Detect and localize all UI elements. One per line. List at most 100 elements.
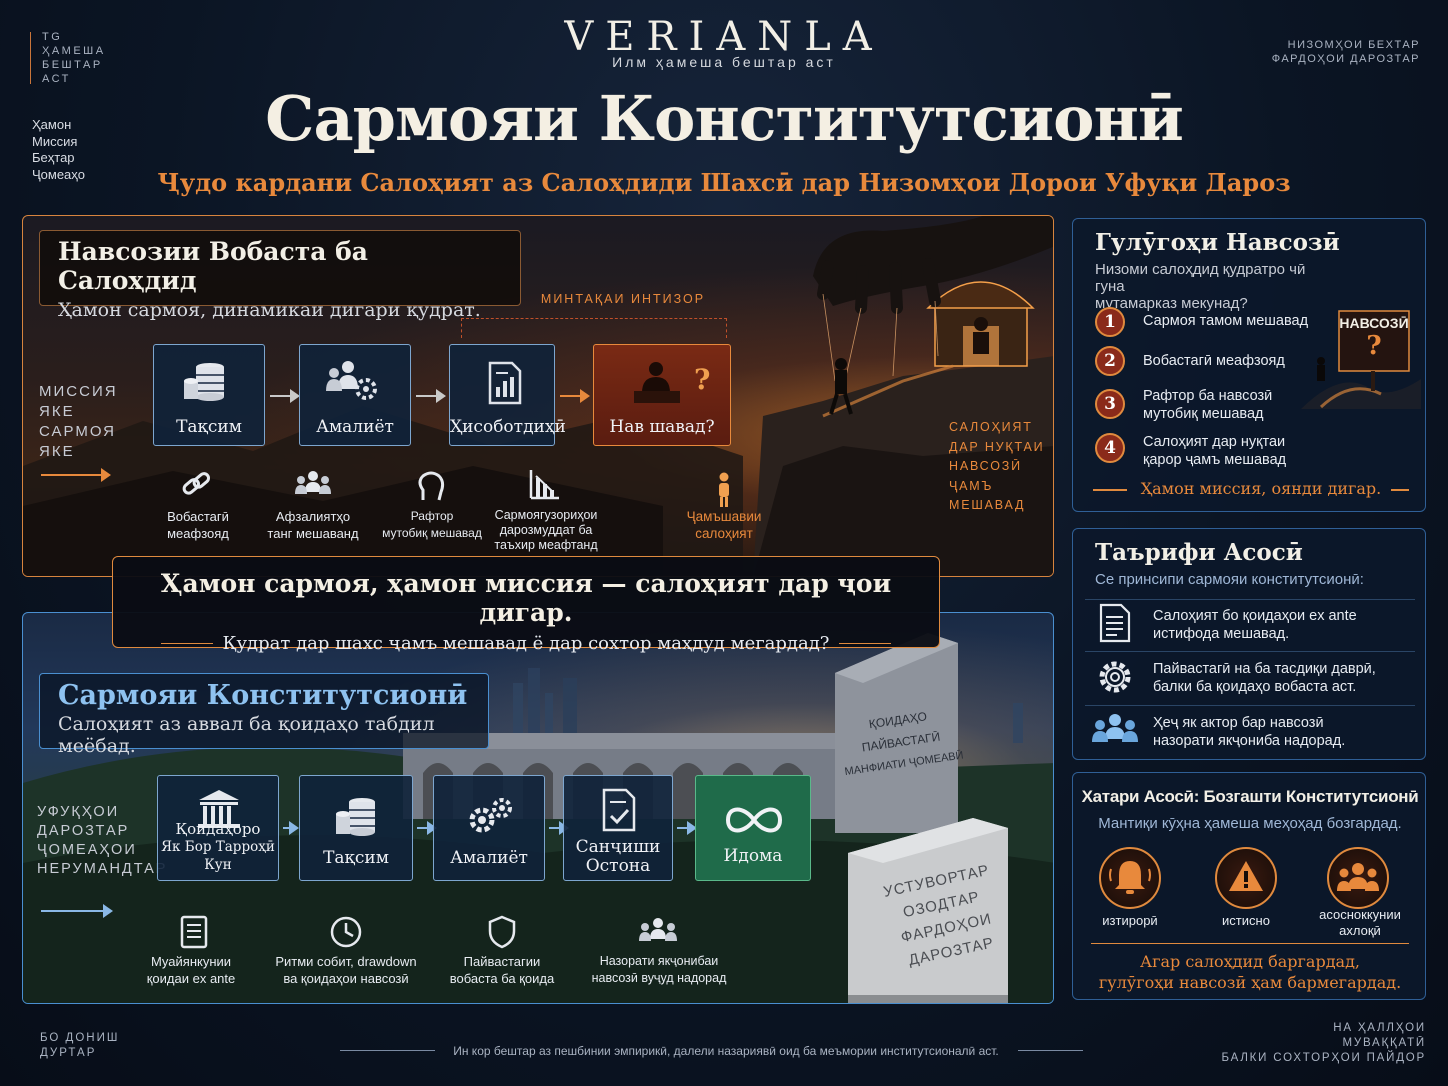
side-word: УФУҚҲОИ [37, 804, 120, 820]
item-line: Вобастагӣ меафзояд [1143, 353, 1285, 369]
step-label: Қоидаҳоро Як Бор Тарроҳӣ Кун [158, 820, 278, 874]
side-word: МИССИЯ [39, 383, 118, 400]
step-allocate: Тақсим [299, 775, 413, 881]
bridge-banner: Ҳамон сармоя, ҳамон миссия — салоҳият да… [112, 556, 940, 654]
corner-tag-top-right: НИЗОМҲОИ БЕХТАР ФАРДОҲОИ ДАРОЗТАР [1200, 38, 1420, 66]
footer-line: Агар салоҳдид баргардад, [1139, 952, 1361, 971]
constitutional-panel: Сармояи Конститутсионӣ Салоҳият аз аввал… [22, 612, 1054, 1004]
side-word: ЯКЕ [39, 443, 75, 460]
caption-line: Рафтор [410, 509, 454, 523]
step-label: Тақсим [176, 417, 242, 437]
gear-icon [1099, 661, 1131, 693]
side-arrow-icon [41, 904, 113, 918]
bridge-main-text: Ҳамон сармоя, ҳамон миссия — салоҳият да… [160, 569, 892, 627]
head-profile-icon [418, 471, 445, 501]
renewal-bottleneck-panel: Гулӯгоҳи Навсозӣ Низоми салоҳдид қудратр… [1072, 218, 1426, 512]
item-line: қарор ҷамъ мешавад [1143, 452, 1287, 468]
scene-annotation: САЛОҲИЯТ ДАР НУҚТАИ НАВСОЗӢ ҶАМЪ МЕШАВАД [949, 418, 1053, 516]
item-line: назорати якҷониба надорад. [1153, 733, 1346, 749]
icon-caption: Назорати якҷонибаи навсозӣ вуҷуд надорад [581, 953, 737, 987]
constitutional-title-box: Сармояи Конститутсионӣ Салоҳият аз аввал… [39, 673, 489, 757]
label-line: изтирорӣ [1102, 913, 1158, 928]
corner-line: НА ҲАЛЛҲОИ [1333, 1022, 1426, 1034]
bridge-rule-left [160, 642, 213, 645]
annotation-line: ҶАМЪ МЕШАВАД [949, 478, 1026, 513]
trap-item: Вобастагӣ меафзояд [1143, 352, 1285, 370]
infinity-icon [725, 807, 783, 833]
caption-line: дарозмуддат ба [499, 523, 593, 537]
footer-line-left [340, 1050, 435, 1051]
step-label-line: Қоидаҳоро [175, 820, 261, 838]
corner-line: БО ДОНИШ [40, 1032, 120, 1044]
corner-word: Миссия [32, 133, 78, 149]
clock-icon [330, 916, 362, 948]
caption-line: қоидаи ex ante [146, 971, 236, 986]
step-label: Амалиёт [450, 848, 528, 868]
checklist-icon [602, 788, 636, 832]
panel-subtitle: Салоҳият аз аввал ба қоидаҳо табдил меёб… [58, 713, 435, 757]
risk-footer: Агар салоҳдид баргардад, гулӯгоҳи навсоз… [1073, 951, 1427, 993]
panel-title: Навсозии Вобаста ба Салоҳдид [58, 237, 368, 295]
label-line: ахлоқӣ [1339, 923, 1381, 938]
step-label: Санҷиши Остона [564, 838, 672, 876]
coins-icon [336, 798, 375, 836]
brand-tagline: Илм ҳамеша бештар аст [612, 54, 836, 70]
divider [1085, 599, 1415, 600]
item-line: Пайвастагӣ на ба тасдиқи даврӣ, [1153, 661, 1376, 677]
page-title: Сармояи Конститутсионӣ [265, 82, 1184, 155]
bridge-rule-right [839, 642, 892, 645]
item-line: балки ба қоидаҳо вобаста аст. [1153, 679, 1357, 695]
definition-item: Ҳеҷ як актор бар навсозӣ назорати якҷони… [1153, 714, 1345, 750]
footer-rule-left [1093, 489, 1127, 491]
corner-word: Ҷомеаҳо [32, 166, 86, 182]
caption-line: вобаста ба қоида [449, 971, 555, 986]
arrow-icon [416, 389, 446, 403]
caption-line: ва қоидаҳои навсозӣ [283, 971, 409, 986]
panel-title: Хатари Асосӣ: Бозгашти Конститутсионӣ [1081, 787, 1419, 806]
step-label: Ҳисоботдиҳӣ [450, 417, 566, 437]
step-label: Нав шавад? [609, 417, 715, 437]
document-icon [1099, 603, 1131, 643]
warning-icon [1229, 861, 1263, 891]
icon-caption: Ритми собит, drawdown ва қоидаҳои навсоз… [261, 953, 431, 987]
waiting-zone-bracket [461, 318, 727, 338]
panel-subtitle: Мантиқи кӯҳна ҳамеша меҳоҳад бозгардад. [1098, 815, 1402, 832]
step-report: Ҳисоботдиҳӣ [449, 344, 566, 446]
caption-line: Афзалиятҳо [275, 509, 351, 524]
icon-caption: Пайвастагии вобаста ба қоида [435, 953, 569, 987]
step-label-line: Остона [585, 856, 651, 876]
icon-caption: Вобастагӣ меафзояд [143, 508, 253, 542]
item-line: Салоҳият бо қоидаҳои ex ante [1153, 608, 1357, 624]
constitutional-reversion-risk-panel: Хатари Асосӣ: Бозгашти Конститутсионӣ Ма… [1072, 772, 1426, 1000]
step-label: Амалиёт [316, 417, 394, 437]
corner-line: ҲАМЕША [42, 45, 106, 57]
icon-caption: Муайянкунии қоидаи ex ante [131, 953, 251, 987]
caption-line: мутобиқ мешавад [382, 526, 482, 540]
group-icon [1092, 714, 1138, 742]
panel-subtitle: Се принсипи сармояи конститутсионӣ: [1095, 571, 1364, 588]
panel-footer: Ҳамон миссия, оянди дигар. [1140, 479, 1382, 498]
bridge-sub-text: Қудрат дар шахс ҷамъ мешавад ё дар сохто… [222, 633, 830, 654]
arrow-icon [560, 389, 590, 403]
footer-line-right [1018, 1050, 1083, 1051]
arrow-icon [270, 389, 300, 403]
corner-line: ДУРТАР [40, 1047, 97, 1059]
number-badge: 3 [1095, 389, 1125, 419]
corner-accent-line [30, 32, 31, 84]
number-badge: 4 [1095, 433, 1125, 463]
step-label: Идома [723, 846, 783, 866]
declining-chart-icon [529, 470, 559, 500]
label-line: асосноккунии [1319, 907, 1401, 922]
panel-subtitle: Низоми салоҳдид қудратро чӣ гуна мутамар… [1095, 261, 1335, 312]
corner-line: TG [42, 31, 63, 43]
renewal-sign-label: НАВСОЗӢ [1339, 315, 1409, 331]
side-word: ҶОМЕАҲОИ [37, 842, 137, 858]
shield-icon [488, 915, 516, 949]
arrow-icon [549, 821, 569, 835]
side-label-mission: МИССИЯ ЯКЕ САРМОЯ ЯКЕ [39, 382, 118, 462]
accumulation-caption: Ҷамъшавии салоҳият [669, 508, 779, 542]
gears-icon [469, 798, 512, 833]
person-icon [719, 472, 729, 507]
svg-text:?: ? [694, 363, 710, 396]
side-word: САРМОЯ [39, 423, 117, 440]
